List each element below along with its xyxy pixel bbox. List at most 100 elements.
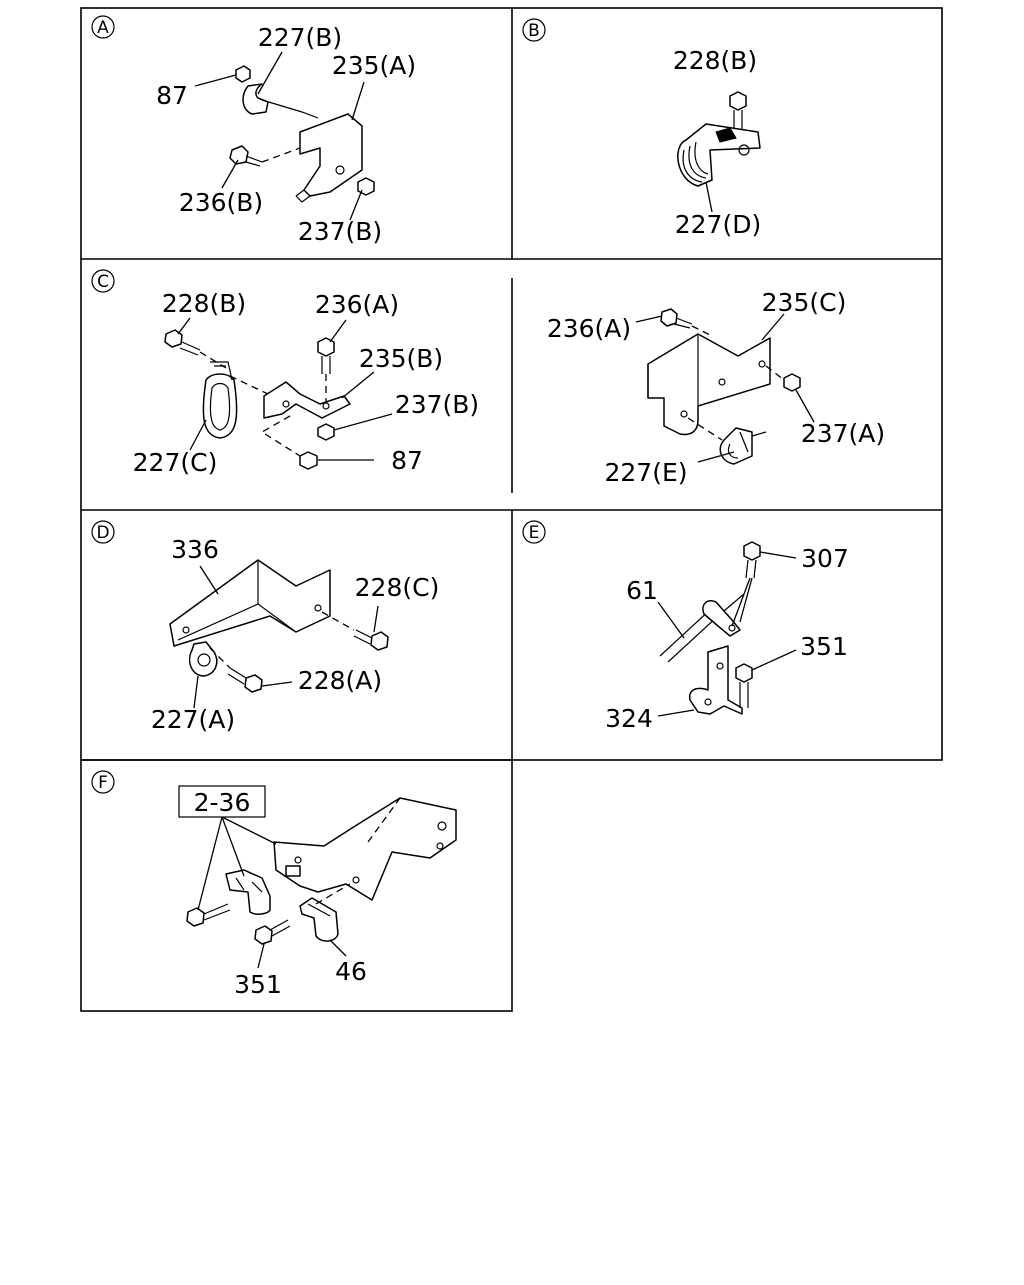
clip-227d-bands <box>682 141 709 183</box>
bracket-f-hole3 <box>294 856 302 864</box>
clip-227a-part <box>188 641 218 677</box>
leader-336 <box>199 565 219 595</box>
clip-227e-axis <box>687 417 723 441</box>
bolt-236a-c-part <box>317 337 335 357</box>
label-227e: 227(E) <box>604 458 687 487</box>
leader-46 <box>329 939 347 957</box>
pipe-61-part <box>659 607 719 663</box>
clip-227d-part <box>677 123 761 187</box>
clip-227d-teeth <box>715 127 737 143</box>
bolt-228a-shank <box>227 667 247 685</box>
bracket-hole <box>335 165 345 175</box>
bolt-228a-axis <box>209 647 231 669</box>
bracket-324-hole2 <box>704 698 712 706</box>
panel-c-letter: C <box>97 272 109 292</box>
bolt-236a-r-shank <box>673 317 693 329</box>
label-228c: 228(C) <box>355 573 440 602</box>
bolt-307-lines <box>731 577 753 627</box>
bolt-236b-shank <box>245 155 263 167</box>
bracket-235c-hole2 <box>718 378 726 386</box>
panel-f: F 2-36 351 46 <box>91 770 457 999</box>
label-228b-c: 228(B) <box>162 289 246 318</box>
clip-227b-part <box>242 83 269 115</box>
leader-61 <box>657 601 685 639</box>
bracket-235a-tab <box>295 189 311 203</box>
bracket-235c-hole3 <box>680 410 688 418</box>
bolt-351-e-shank <box>739 682 749 708</box>
leader-235a <box>351 81 365 121</box>
panel-d: D 336 228(C) 228(A) 227(A) <box>91 520 440 734</box>
panel-f-border <box>80 759 513 1012</box>
panel-a-letter: A <box>97 18 109 38</box>
clip-227e-detail <box>727 431 749 459</box>
label-237b: 237(B) <box>298 217 382 246</box>
bracket-336-hole2 <box>314 604 322 612</box>
label-236b: 236(B) <box>179 188 263 217</box>
nut-87-part <box>235 65 251 83</box>
bolt-351-e-part <box>735 663 753 683</box>
pipe-clamp-part <box>702 600 741 637</box>
label-235b: 235(B) <box>359 344 443 373</box>
bolt-228b-part <box>729 91 747 111</box>
panel-b-badge <box>522 18 546 42</box>
bolt-228a-part <box>244 674 263 693</box>
bolt-228c-part <box>370 631 389 651</box>
bracket-235c-hole1 <box>758 360 766 368</box>
bracket-336-edges <box>177 560 297 641</box>
bolt-228c-shank <box>353 629 373 645</box>
panel-c-badge <box>91 269 115 293</box>
bolt-307-part <box>743 541 761 561</box>
leader-236a-c <box>329 319 347 343</box>
label-46: 46 <box>335 957 367 986</box>
label-336: 336 <box>171 535 219 564</box>
nut-237b-c-part <box>317 423 335 441</box>
bolt-228b-c-part <box>164 329 183 348</box>
panel-c: C 228(B) 236(A) 235(B) 237(B) 227(C) <box>91 269 479 477</box>
bolt-228c-axis <box>321 611 355 631</box>
panel-d-badge <box>91 520 115 544</box>
panel-d-letter: D <box>96 523 109 543</box>
bracket-f-hidden <box>367 797 401 843</box>
label-87: 87 <box>156 81 188 110</box>
clip-46-detail <box>307 903 331 917</box>
clip-227e-part <box>719 427 753 465</box>
panel-f-badge <box>91 770 115 794</box>
bracket-336-part <box>169 559 331 647</box>
clip-46-part <box>299 897 339 942</box>
nut-87-c-axis <box>260 415 301 457</box>
bracket-235a-part <box>299 113 363 197</box>
bolt-236b-axis <box>261 147 301 163</box>
label-235a: 235(A) <box>332 51 416 80</box>
bracket-f-tab <box>285 865 301 877</box>
panel-b: B 228(B) 227(D) <box>522 18 761 239</box>
clip-46-axis <box>315 883 351 905</box>
leader-236b <box>221 159 239 189</box>
bolt-228b-c-axis <box>199 351 227 369</box>
label-351-e: 351 <box>800 632 848 661</box>
label-235c: 235(C) <box>762 288 847 317</box>
leader-236a-r <box>635 315 663 323</box>
leader-324 <box>657 709 695 717</box>
label-ref-2-36: 2-36 <box>194 788 251 817</box>
label-61: 61 <box>626 576 658 605</box>
bracket-235c-part <box>647 333 771 436</box>
panel-grid <box>80 7 943 1012</box>
bolt-228b-shank <box>733 110 743 130</box>
label-227a: 227(A) <box>151 705 235 734</box>
panel-e-badge <box>522 520 546 544</box>
bracket-336-hole1 <box>182 626 190 634</box>
nut-237a-part <box>783 373 801 392</box>
leader-235b <box>341 371 375 399</box>
bolt-228b-c-shank <box>179 341 201 356</box>
bolt-236a-r-part <box>660 308 678 327</box>
bracket-f-hole2 <box>436 842 444 850</box>
bracket-f-part <box>273 797 457 901</box>
bolt-upper-part <box>186 907 205 927</box>
bolt-236a-c-shank <box>321 356 331 374</box>
bracket-235c-edges <box>647 334 699 406</box>
label-307: 307 <box>801 544 849 573</box>
leader-228b-c <box>177 317 191 335</box>
panel-a-badge <box>91 15 115 39</box>
